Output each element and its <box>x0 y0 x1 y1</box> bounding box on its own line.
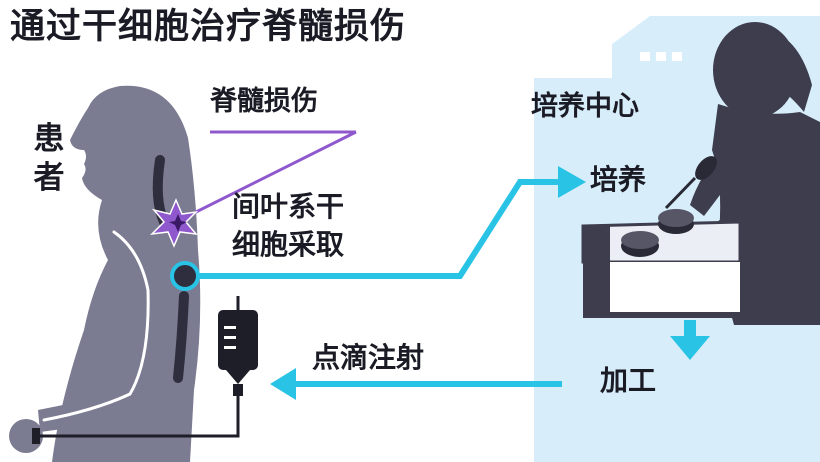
culture-label: 培养 <box>590 163 647 196</box>
patient-silhouette <box>9 85 201 462</box>
spinal-injury-marker <box>149 130 357 248</box>
petri-dish-2 <box>658 209 694 234</box>
patient-label: 患者 <box>33 121 65 196</box>
stem-cell-harvest-label: 间叶系干 细胞采取 <box>232 188 392 264</box>
infusion-arrow <box>270 368 562 400</box>
processing-arrow <box>670 320 710 360</box>
harvest-arrow <box>170 166 586 291</box>
infusion-label: 点滴注射 <box>312 341 425 374</box>
diagram-title: 通过干细胞治疗脊髓损伤 <box>10 7 407 47</box>
harvest-label-line-1: 间叶系干 <box>232 190 345 223</box>
petri-dish-1 <box>621 231 659 257</box>
spinal-injury-label: 脊髓损伤 <box>210 86 318 117</box>
pipette <box>664 156 717 210</box>
culture-center-label: 培养中心 <box>531 91 639 122</box>
lab-bench <box>581 220 742 318</box>
iv-drip-bag <box>40 296 258 438</box>
harvest-label-line-2: 细胞采取 <box>232 228 345 261</box>
processing-label: 加工 <box>600 364 657 397</box>
